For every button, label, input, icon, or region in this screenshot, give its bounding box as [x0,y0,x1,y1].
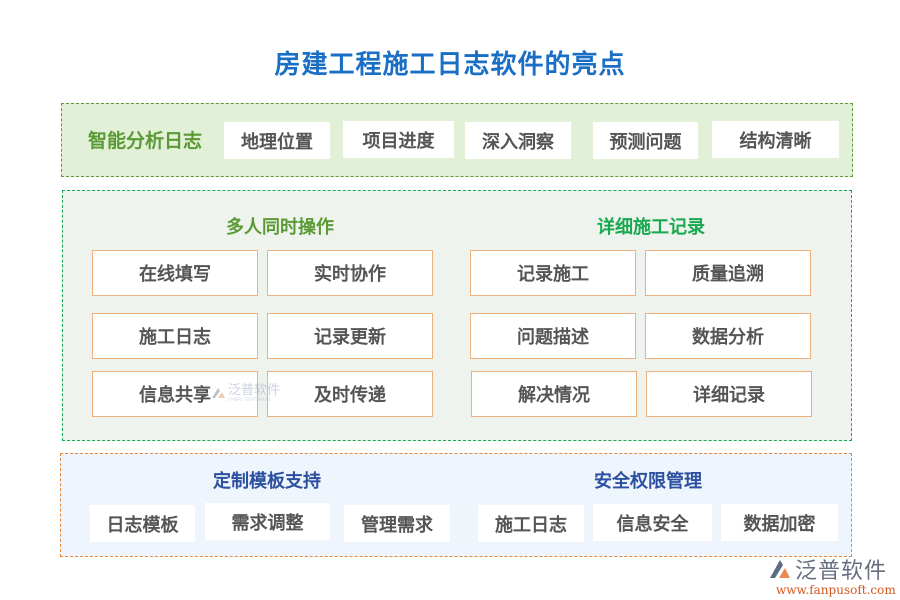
brand-logo: 泛普软件 www.fanpusoft.com [768,553,898,598]
custom-template-title: 定制模板支持 [213,471,321,492]
chip-info-security: 信息安全 [593,504,712,541]
chip-requirement-adjust: 需求调整 [205,503,330,540]
logo-url: www.fanpusoft.com [776,583,896,597]
chip-construction-log: 施工日志 [478,505,584,542]
item-timely-delivery: 及时传递 [267,371,433,417]
multi-user-title: 多人同时操作 [226,217,334,238]
chip-management-needs: 管理需求 [344,505,450,542]
item-resolution-status: 解决情况 [471,371,637,417]
chip-log-template: 日志模板 [90,505,195,542]
chip-clear-structure: 结构清晰 [712,121,839,158]
chip-predict-issues: 预测问题 [593,122,698,159]
chip-deep-insight: 深入洞察 [465,122,571,159]
item-record-update: 记录更新 [267,313,433,359]
fanpu-logo-icon [770,560,790,578]
item-info-share: 信息共享 [92,371,258,417]
smart-analysis-label: 智能分析日志 [88,130,203,152]
chip-project-progress: 项目进度 [343,121,454,158]
item-data-analysis: 数据分析 [645,313,811,359]
logo-name: 泛普软件 [795,559,888,584]
page-title: 房建工程施工日志软件的亮点 [274,50,626,80]
item-detailed-record: 详细记录 [646,371,812,417]
detailed-records-title: 详细施工记录 [597,217,705,238]
item-quality-trace: 质量追溯 [645,250,811,296]
chip-geo-location: 地理位置 [224,122,330,159]
chip-data-encryption: 数据加密 [721,504,838,541]
item-record-construction: 记录施工 [470,250,636,296]
item-realtime-collab: 实时协作 [267,250,433,296]
item-construction-log: 施工日志 [92,313,258,359]
item-issue-description: 问题描述 [470,313,636,359]
item-online-fill: 在线填写 [92,250,258,296]
security-permission-title: 安全权限管理 [594,471,702,492]
